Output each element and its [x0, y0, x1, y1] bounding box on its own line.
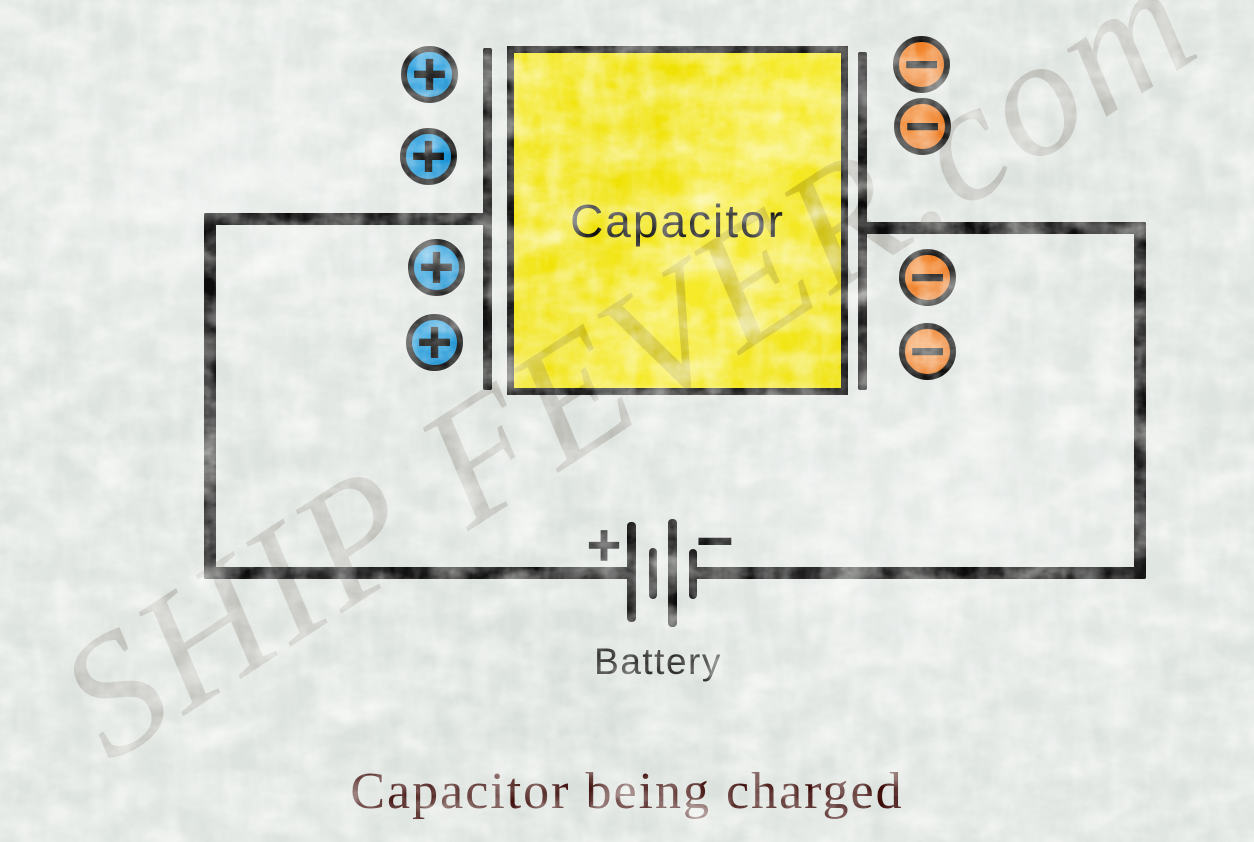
minus-symbol: −	[907, 322, 948, 377]
capacitor-box: Capacitor	[507, 46, 848, 395]
wire-right-vertical	[1134, 222, 1146, 579]
battery-negative-sign: −	[693, 511, 736, 569]
positive-charge-icon: +	[406, 314, 463, 371]
negative-charge-icon: −	[894, 98, 951, 155]
negative-charge-icon: −	[893, 36, 950, 93]
capacitor-plate-left	[483, 48, 492, 390]
capacitor-plate-right	[858, 52, 867, 390]
positive-charge-icon: +	[401, 46, 458, 103]
plus-symbol: +	[408, 127, 449, 182]
positive-charge-icon: +	[400, 128, 457, 185]
minus-symbol: −	[902, 97, 943, 152]
plus-symbol: +	[414, 313, 455, 368]
plus-symbol: +	[409, 45, 450, 100]
negative-charge-icon: −	[899, 249, 956, 306]
negative-charge-icon: −	[899, 323, 956, 380]
wire-bottom-right-horizontal	[692, 567, 1146, 579]
capacitor-label: Capacitor	[570, 194, 785, 247]
wire-top-left-horizontal	[204, 213, 485, 225]
minus-symbol: −	[901, 35, 942, 90]
positive-charge-icon: +	[408, 239, 465, 296]
minus-symbol: −	[907, 248, 948, 303]
wire-top-right-horizontal	[858, 222, 1146, 234]
plus-symbol: +	[416, 238, 457, 293]
battery-long-plate-2	[668, 519, 677, 627]
battery-label: Battery	[594, 641, 722, 682]
diagram-caption: Capacitor being charged	[350, 763, 904, 820]
wire-left-vertical	[204, 213, 216, 579]
battery-positive-sign: +	[584, 517, 624, 571]
wire-bottom-left-horizontal	[204, 567, 634, 579]
battery-short-plate-1	[649, 548, 657, 599]
